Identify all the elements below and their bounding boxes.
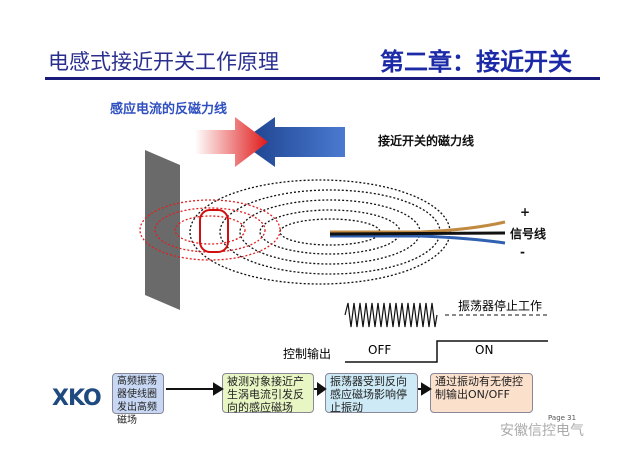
minus-label: - xyxy=(520,245,525,259)
oscillation-waveform xyxy=(344,302,438,328)
field-label: 接近开关的磁力线 xyxy=(378,134,475,148)
flow-step-1: 高频振荡器使线圈发出高频磁场 xyxy=(112,373,164,426)
sensor-coil xyxy=(199,209,229,253)
title-divider xyxy=(45,77,600,80)
output-step-line xyxy=(345,340,548,363)
metal-target-plate xyxy=(145,150,180,310)
xko-logo: XKO xyxy=(52,386,102,411)
chapter-title: 第二章：接近开关 xyxy=(380,48,572,76)
flow-step-3: 振荡器受到反向感应磁场影响停止振动 xyxy=(325,373,418,414)
flow-step-2: 被测对象接近产生涡电流引发反向的感应磁场 xyxy=(222,373,314,414)
red-reverse-arrow xyxy=(195,117,268,167)
reverse-field-label: 感应电流的反磁力线 xyxy=(110,102,228,117)
off-label: OFF xyxy=(368,343,392,357)
flow-arrows xyxy=(166,382,432,396)
reverse-field-lines xyxy=(139,199,281,261)
flow-step-4: 通过振动有无使控制输出ON/OFF xyxy=(430,373,533,413)
induction-diagram xyxy=(139,117,550,363)
page-number: Page 31 xyxy=(548,414,577,422)
plus-label: + xyxy=(520,205,531,219)
watermark: 安徽信控电气 xyxy=(500,423,584,439)
blue-field-arrow xyxy=(240,117,345,167)
output-label: 控制输出 xyxy=(283,347,332,361)
on-label: ON xyxy=(475,343,494,357)
signal-cable xyxy=(330,220,506,234)
signal-line-label: 信号线 xyxy=(510,227,547,241)
osc-stop-label: 振荡器停止工作 xyxy=(458,299,543,313)
slide-title: 电感式接近开关工作原理 xyxy=(48,50,279,74)
